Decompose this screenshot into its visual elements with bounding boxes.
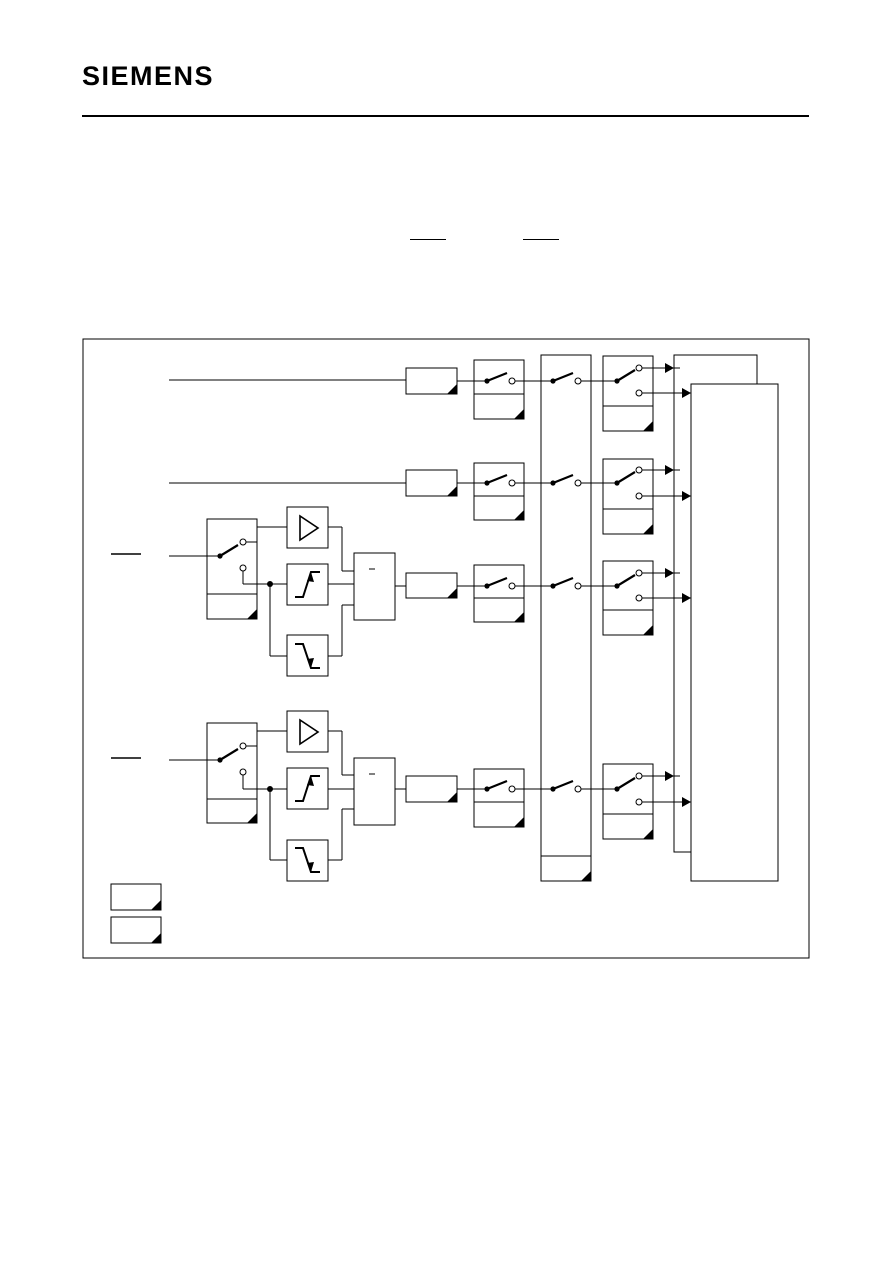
input-select-box-a bbox=[206, 518, 258, 620]
switch-symbol-3 bbox=[483, 576, 517, 591]
buffer-symbol-a bbox=[299, 514, 320, 542]
header-rule bbox=[82, 115, 809, 117]
latch-box-3 bbox=[405, 572, 458, 599]
input-select-box-b bbox=[206, 722, 258, 824]
switch-symbol-2 bbox=[483, 473, 517, 488]
latch-box-2 bbox=[405, 469, 458, 497]
rising-edge-symbol-b bbox=[295, 775, 320, 802]
transfer-switch-4 bbox=[549, 779, 583, 794]
latch-box-1 bbox=[405, 367, 458, 395]
transfer-switch-1 bbox=[549, 371, 583, 386]
diagram-frame bbox=[82, 338, 810, 959]
buffer-box-a bbox=[286, 506, 329, 549]
siemens-logo: SIEMENS bbox=[82, 61, 215, 91]
switch-box-4 bbox=[473, 768, 525, 828]
switch-box-3 bbox=[473, 564, 525, 623]
transfer-switch-3 bbox=[549, 576, 583, 591]
switch-symbol-1 bbox=[483, 371, 517, 386]
junction-dot-b bbox=[267, 786, 273, 792]
buffer-symbol-b bbox=[299, 718, 320, 746]
overbar-mark-2 bbox=[523, 239, 559, 240]
transfer-switch-2 bbox=[549, 473, 583, 488]
junction-dot-a bbox=[267, 581, 273, 587]
switch-box-1 bbox=[473, 359, 525, 420]
legend-box-1 bbox=[110, 883, 162, 911]
latch-box-4 bbox=[405, 775, 458, 803]
overbar-mark-1 bbox=[410, 239, 446, 240]
switch-symbol-4 bbox=[483, 779, 517, 794]
falling-edge-symbol-b bbox=[295, 847, 320, 873]
transfer-column bbox=[540, 354, 592, 882]
legend-box-2 bbox=[110, 916, 162, 944]
gate-box-a bbox=[353, 552, 396, 621]
gate-box-b bbox=[353, 757, 396, 826]
rising-edge-symbol-a bbox=[295, 571, 320, 598]
switch-box-2 bbox=[473, 462, 525, 521]
register-block-front bbox=[690, 383, 779, 882]
falling-edge-symbol-a bbox=[295, 643, 320, 669]
buffer-box-b bbox=[286, 710, 329, 753]
